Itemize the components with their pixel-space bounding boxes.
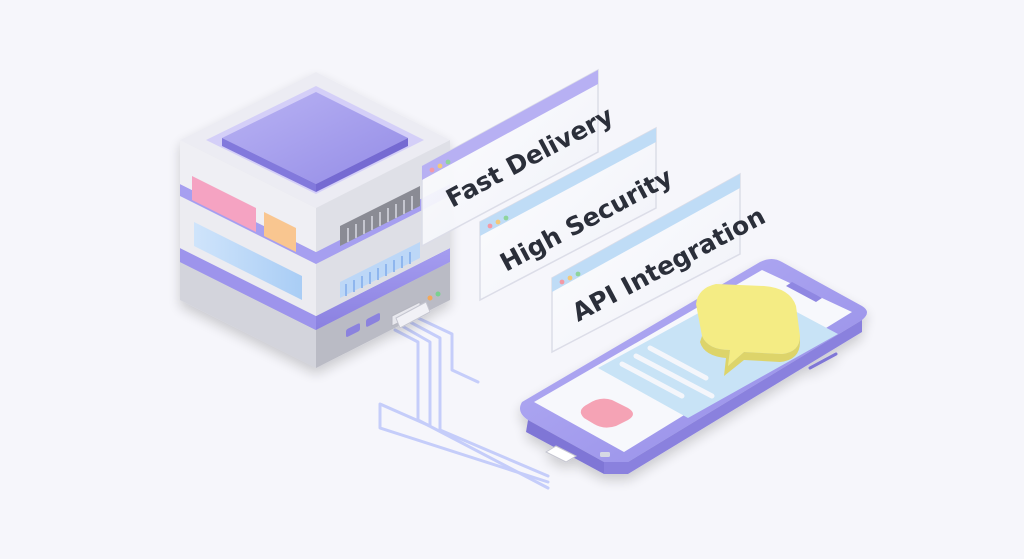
cable-icon: [378, 316, 550, 490]
server-icon: [180, 72, 450, 368]
chat-bubble-icon: [696, 284, 800, 376]
